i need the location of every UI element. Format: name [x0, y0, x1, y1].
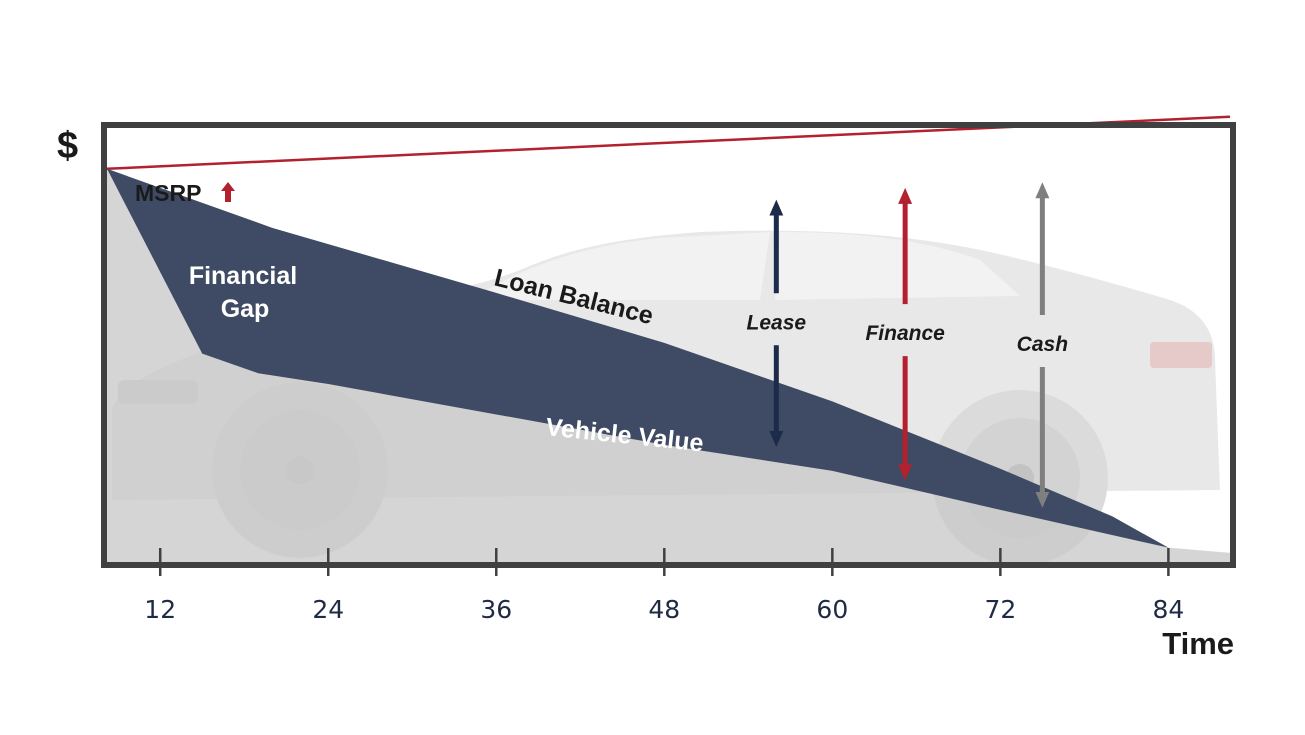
- x-tick-label: 72: [984, 595, 1016, 624]
- x-tick-label: 60: [816, 595, 848, 624]
- plot-frame: [101, 122, 1236, 568]
- financial-gap-label-line1: Financial: [189, 262, 297, 290]
- finance-label: Finance: [865, 322, 945, 345]
- vehicle-value-area: [107, 168, 1230, 562]
- x-tick-label: 24: [312, 595, 344, 624]
- msrp-up-arrow-icon: [221, 182, 235, 202]
- financial-gap-label-line2: Gap: [221, 295, 270, 323]
- x-axis-label: Time: [1162, 626, 1234, 661]
- msrp-label: MSRP: [135, 180, 201, 206]
- x-tick-label: 36: [480, 595, 512, 624]
- x-tick-label: 48: [648, 595, 680, 624]
- y-axis-label: $: [57, 125, 78, 167]
- x-tick-label: 84: [1152, 595, 1184, 624]
- cash-label: Cash: [1017, 333, 1068, 356]
- lease-label: Lease: [747, 311, 807, 334]
- x-tick-label: 12: [144, 595, 176, 624]
